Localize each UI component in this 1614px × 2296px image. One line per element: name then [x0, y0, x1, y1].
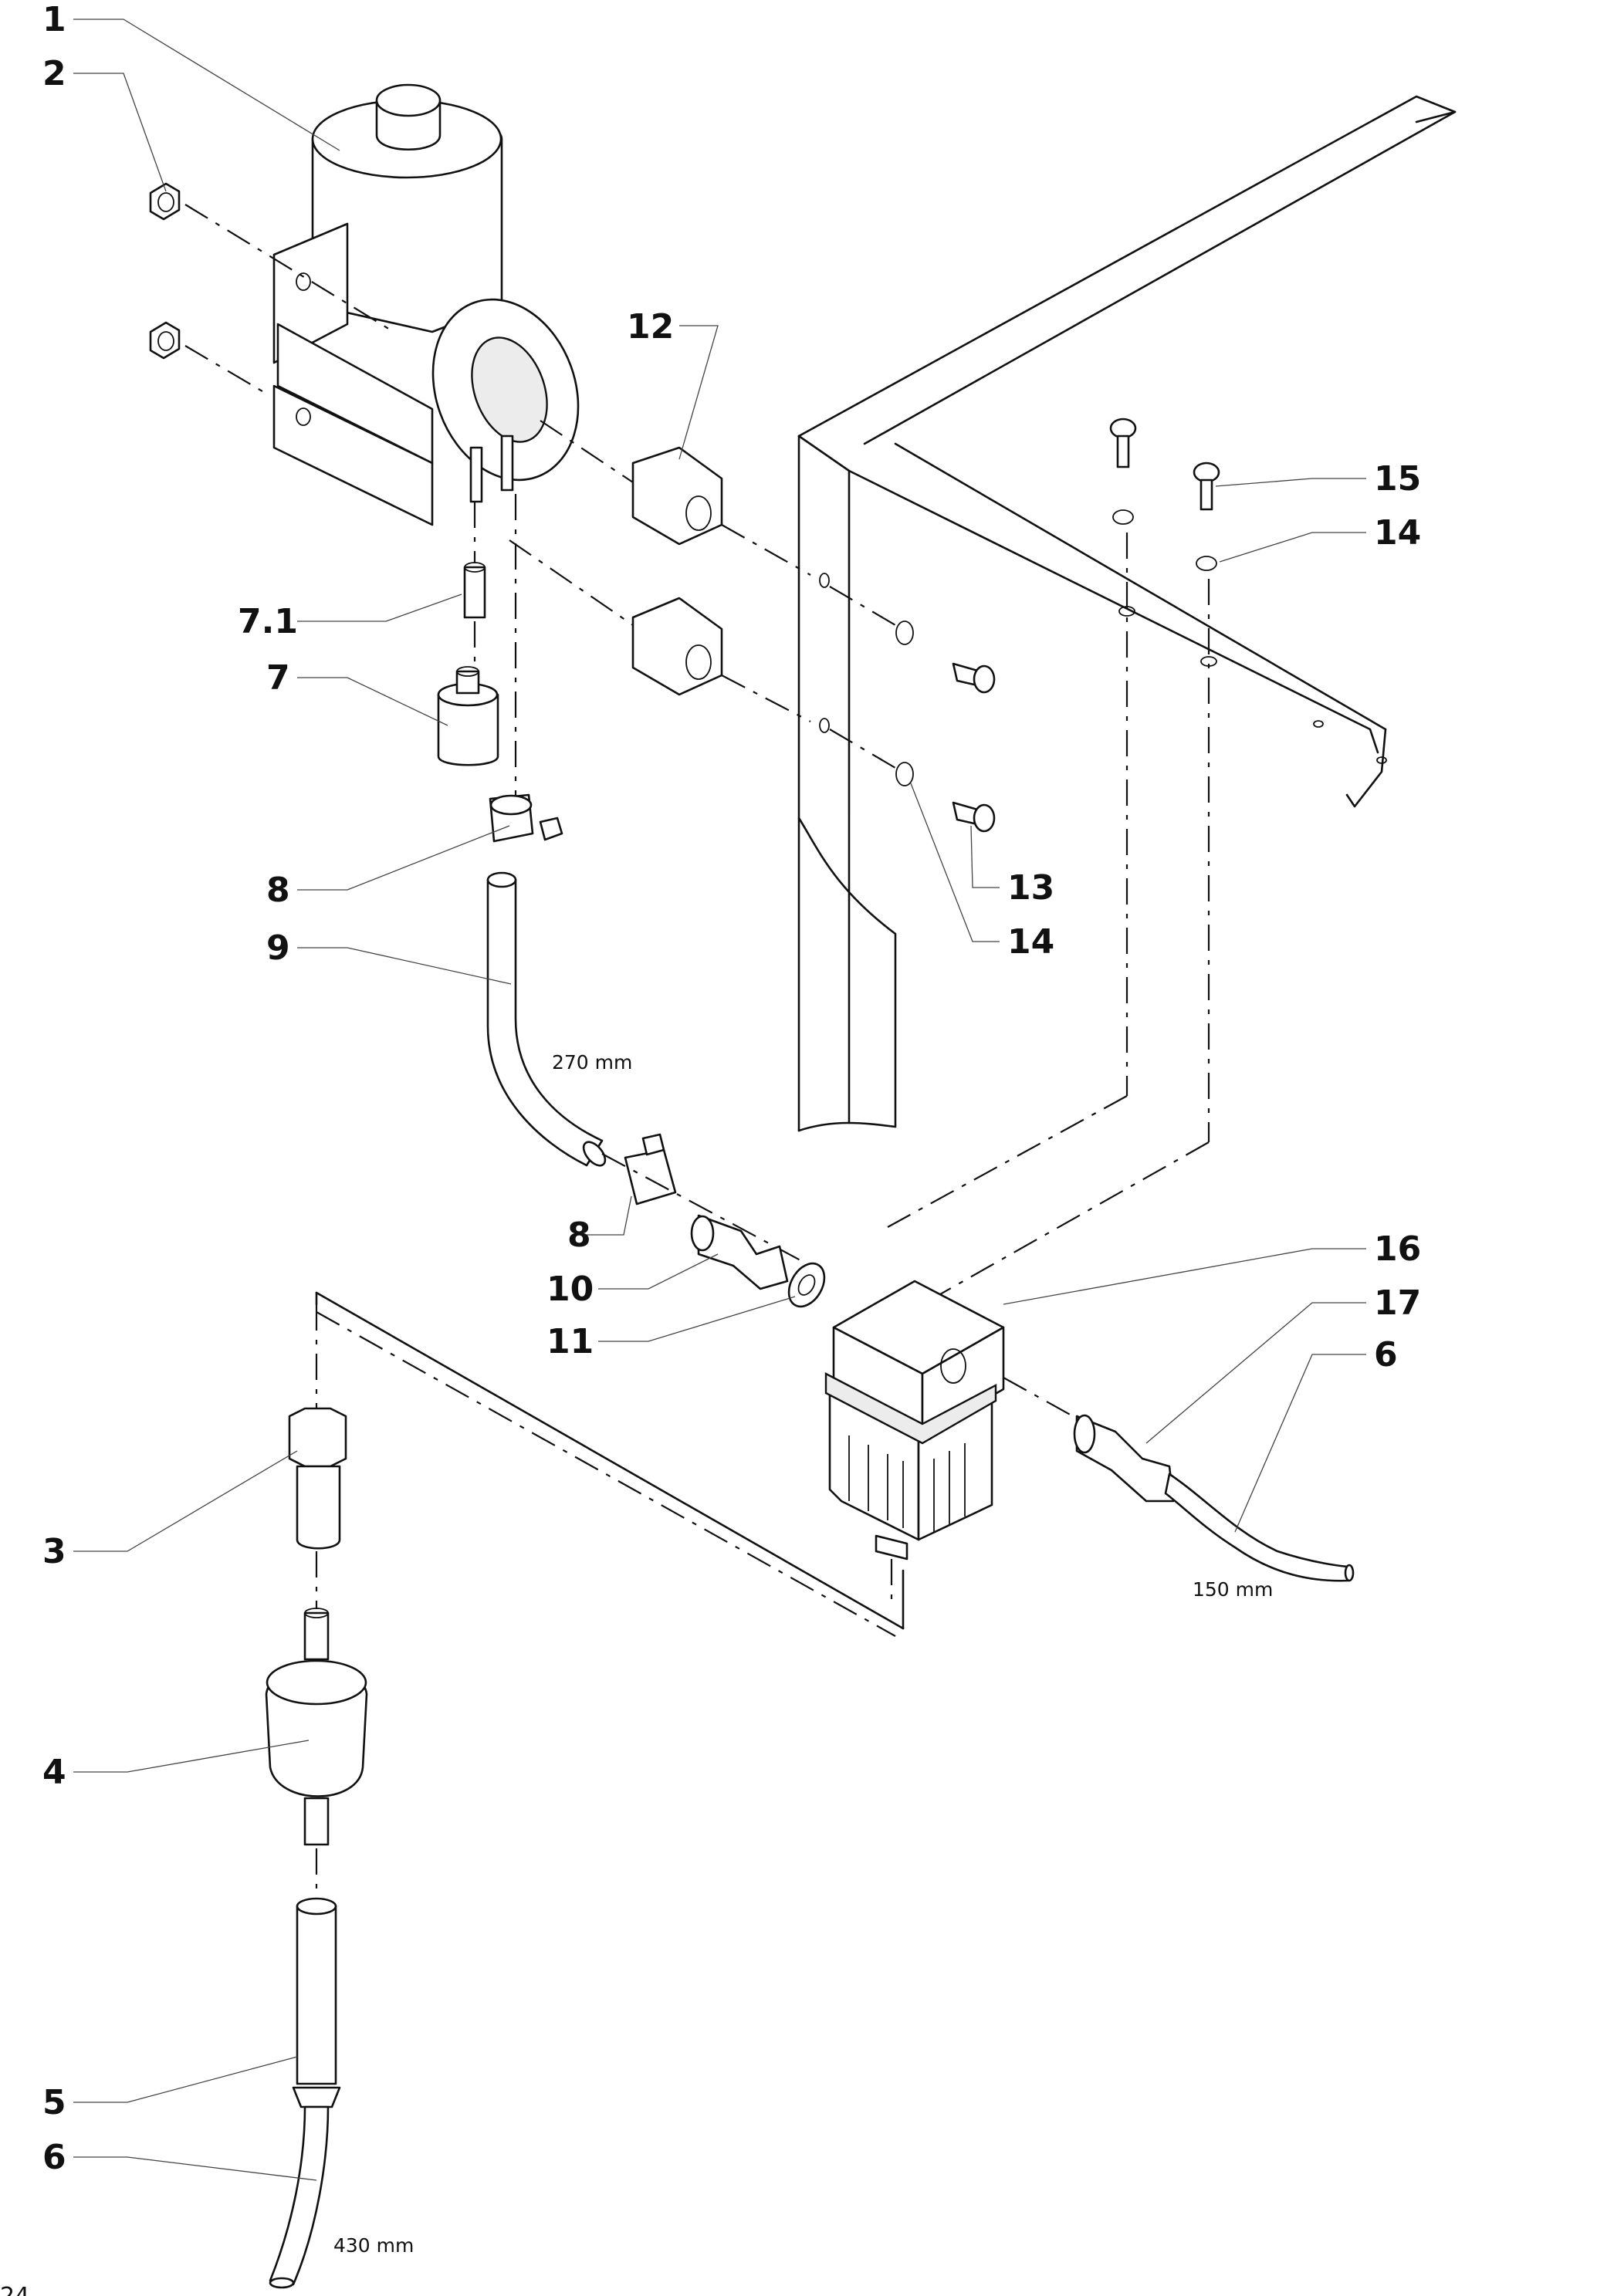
dimension-hose-6-bottom: 430 mm	[333, 2234, 414, 2257]
callout-11: 11	[546, 1322, 594, 1361]
dimension-labels: 270 mm 150 mm 430 mm	[333, 1051, 1273, 2257]
leader-lines	[73, 19, 1366, 2181]
callout-8-upper: 8	[266, 871, 290, 910]
callout-16: 16	[1374, 1229, 1421, 1269]
nut-pair	[149, 182, 394, 394]
callout-8-lower: 8	[567, 1216, 591, 1255]
side-screws	[829, 586, 996, 833]
dimension-hose-6-right: 150 mm	[1193, 1578, 1273, 1601]
callout-6-right: 6	[1374, 1335, 1398, 1375]
lower-filter-line	[265, 1304, 368, 2289]
callout-4: 4	[42, 1753, 66, 1792]
callout-7: 7	[266, 658, 290, 698]
page-number: 24	[0, 2283, 29, 2296]
callout-15: 15	[1374, 459, 1421, 499]
pump-assembly	[272, 83, 580, 526]
callout-1: 1	[42, 0, 66, 39]
callout-6-bottom: 6	[42, 2138, 66, 2177]
upper-hose-line	[437, 494, 826, 1308]
dimension-hose-9: 270 mm	[552, 1051, 632, 1074]
right-hose-line	[1073, 1414, 1355, 1582]
callout-17: 17	[1374, 1283, 1421, 1323]
spacer-sleeves	[509, 420, 811, 722]
callout-12: 12	[627, 307, 674, 347]
top-screws	[1109, 418, 1220, 571]
solenoid-valve	[824, 1280, 1074, 1605]
callout-7-1: 7.1	[238, 602, 298, 641]
callout-10: 10	[546, 1270, 594, 1309]
callout-14-side: 14	[1007, 922, 1054, 962]
callout-14-top: 14	[1374, 513, 1421, 553]
callout-labels: 1 2 12 7.1 7 8 9 8 10 11 3 4 5 6 15 14 1…	[42, 0, 1421, 2177]
callout-3: 3	[42, 1532, 66, 1571]
frame-structure	[315, 95, 1457, 1637]
callout-13: 13	[1007, 868, 1054, 908]
callout-9: 9	[266, 928, 290, 968]
callout-2: 2	[42, 54, 66, 93]
callout-5: 5	[42, 2083, 66, 2122]
